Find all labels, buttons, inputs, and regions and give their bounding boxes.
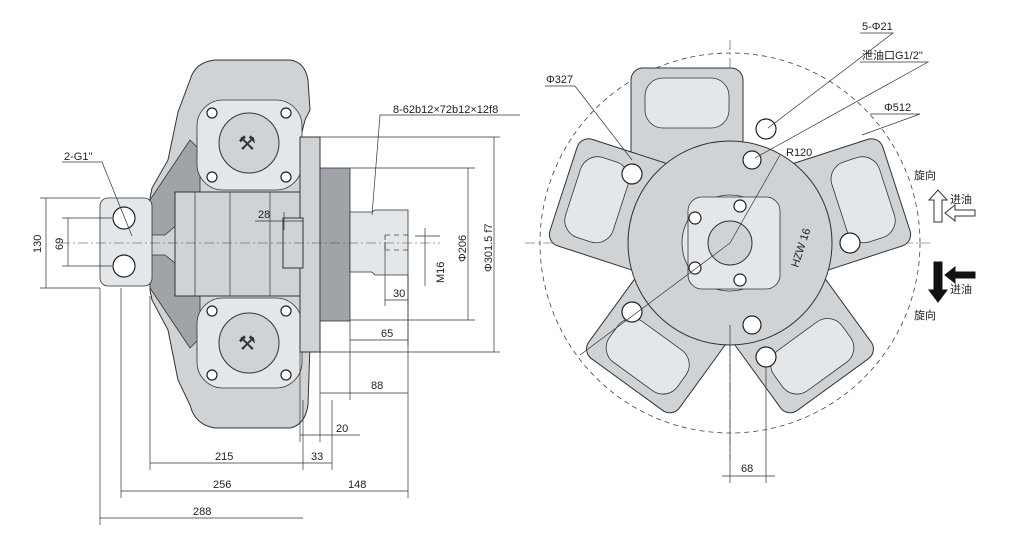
rotation-label-top: 旋向: [914, 168, 936, 182]
output-shaft: [349, 209, 409, 276]
inlet-label-top: 进油: [950, 192, 972, 206]
m16-label: M16: [435, 262, 447, 283]
d327-label: Φ327: [546, 74, 573, 86]
d33-label: 33: [311, 451, 323, 463]
d215-label: 215: [215, 451, 233, 463]
lower-port: [742, 315, 762, 335]
d30-label: 30: [393, 288, 405, 300]
inlet-arrow-top: [944, 203, 976, 223]
holes-label: 5-Φ21: [862, 21, 893, 33]
upper-cover-logo: ⚒: [238, 131, 256, 155]
inlet-arrow-bottom: [944, 265, 976, 285]
front-view: 5-Φ21 泄油口G1/2" Φ327 Φ512 R120 68 HZW 16 …: [525, 21, 976, 483]
spline-label: 8-62b12×72b12×12f8: [393, 104, 498, 116]
dimension-lines: [40, 114, 520, 525]
drain-port: [742, 150, 762, 170]
port-upper: [112, 206, 136, 230]
rotation-arrow-top: [927, 189, 949, 223]
port-label: 2-G1": [64, 151, 92, 163]
d288-label: 288: [193, 506, 211, 518]
flow-indicators: [927, 189, 976, 303]
rotation-arrow-bottom: [928, 261, 948, 303]
d65-label: 65: [381, 328, 393, 340]
inlet-label-bottom: 进油: [950, 282, 972, 296]
d28-label: 28: [258, 209, 270, 221]
h69-label: 69: [54, 238, 66, 250]
rotation-label-bottom: 旋向: [914, 308, 936, 322]
d68-label: 68: [741, 463, 753, 475]
front-leaders: [545, 32, 930, 483]
d20-label: 20: [336, 423, 348, 435]
d512-label: Φ512: [884, 102, 911, 114]
d206-label: Φ206: [457, 235, 469, 262]
d301-label: Φ301.5 f7: [483, 223, 495, 272]
d256-label: 256: [213, 479, 231, 491]
upper-cover-boss: [218, 112, 280, 174]
drain-label: 泄油口G1/2": [862, 48, 923, 62]
d88-label: 88: [371, 380, 383, 392]
lower-cover-logo: ⚒: [238, 331, 256, 355]
lower-cover-boss: [218, 312, 280, 374]
side-view: ⚒ ⚒: [32, 59, 520, 525]
port-lower: [112, 254, 136, 278]
r120-label: R120: [786, 147, 812, 159]
d148-label: 148: [348, 479, 366, 491]
h130-label: 130: [32, 235, 44, 253]
flange-pilot: [319, 167, 351, 322]
cover-bolts: [206, 107, 292, 381]
